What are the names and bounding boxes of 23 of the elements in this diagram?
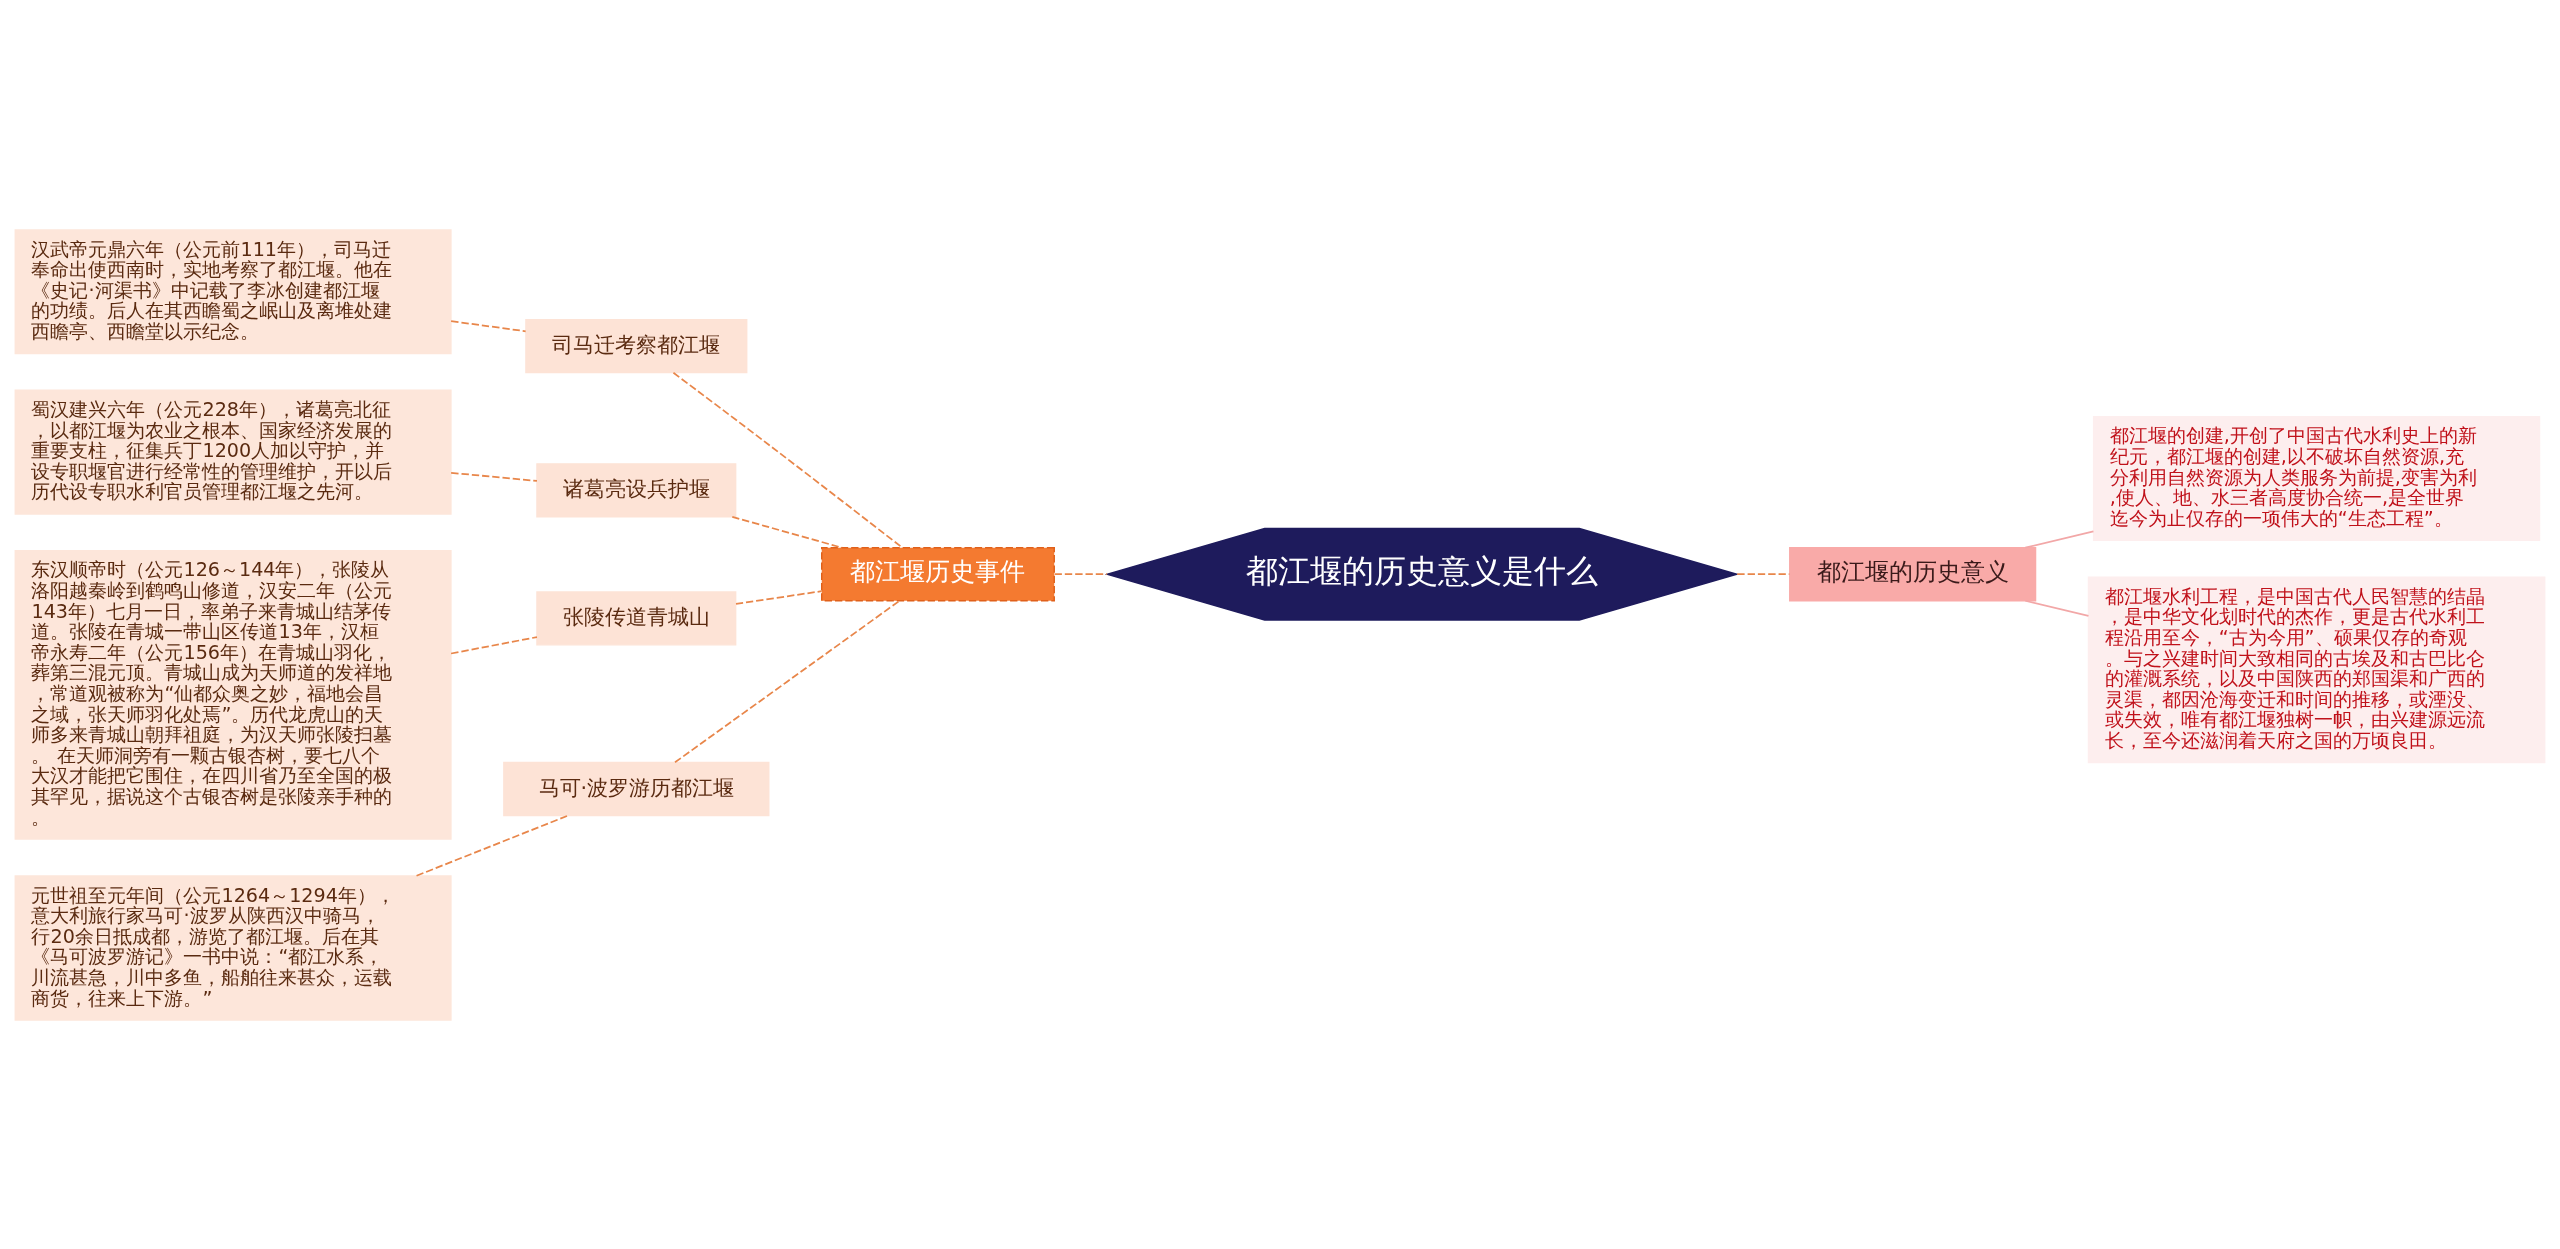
node-box: 司马迁考察都江堰: [525, 318, 748, 373]
connector: [415, 814, 569, 877]
connector: [1053, 572, 1108, 575]
connector: [450, 635, 538, 654]
node-box: 汉武帝元鼎六年（公元前111年），司马迁奉命出使西南时，实地考察了都江堰。他在《史记·河渠书》中记载了李冰创建都江堰的功绩。后人在其西瞻蜀之岷山及离堆处建西瞻亭、西瞻堂以示纪念。: [14, 228, 452, 354]
connector: [672, 371, 903, 548]
node-box: 东汉顺帝时（公元126～144年），张陵从洛阳越秦岭到鹤鸣山修道，汉安二年（公元143年）七月一日，率弟子来青城山结茅传道。张陵在青城一带山区传道13年，汉桓帝永寿二年（公元156年）在青城山羽化，葬第三混元顶。青城山成为天师道的发祥地，常道观被称为“仙都众奥之妙，福地会昌之域，张天师羽化处焉”。历代龙虎山的天师多来青城山朝拜祖庭，为汉天师张陵扫墓。 在天师洞旁有一颗古银杏树，要七八个大汉才能把它围住，在四川省乃至全国的极其罕见，据说这个古银杏树是张陵亲手种的。: [14, 549, 452, 840]
node-box: 张陵传道青城山: [536, 590, 737, 646]
node-box: 都江堰历史事件: [821, 546, 1055, 601]
node-box: 都江堰的创建,开创了中国古代水利史上的新纪元，都江堰的创建,以不破坏自然资源,充分利用自然资源为人类服务为前提,变害为利,使人、地、水三者高度协合统一,是全世界迄今为止仅存的一项伟大的“生态工程”。: [2092, 415, 2541, 541]
node-box: 诸葛亮设兵护堰: [536, 462, 737, 518]
connector: [450, 319, 527, 332]
connector: [674, 599, 901, 763]
node-box: 蜀汉建兴六年（公元228年），诸葛亮北征，以都江堰为农业之根本、国家经济发展的重要支柱，征集兵丁1200人加以守护，并设专职堰官进行经常性的管理维护，开以后历代设专职水利官员管理都江堰之先河。: [14, 389, 452, 515]
connector: [735, 589, 823, 605]
node-box: 都江堰水利工程，是中国古代人民智慧的结晶，是中华文化划时代的杰作，更是古代水利工程沿用至今，“古为今用”、硕果仅存的奇观。与之兴建时间大致相同的古埃及和古巴比仑的灌溉系统，以及中国陕西的郑国渠和广西的灵渠，都因沧海变迁和时间的推移，或湮没、或失效，唯有都江堰独树一帜，由兴建源远流长，至今还滋润着天府之国的万顷良田。: [2087, 575, 2546, 763]
node-box: 都江堰的历史意义: [1789, 546, 2037, 601]
connector: [2024, 599, 2090, 617]
connector: [731, 515, 843, 549]
node-box: 马可·波罗游历都江堰: [503, 761, 770, 816]
connector: [2024, 530, 2095, 549]
node-box: 元世祖至元年间（公元1264～1294年），意大利旅行家马可·波罗从陕西汉中骑马，行20余日抵成都，游览了都江堰。后在其《马可波罗游记》一书中说：“都江水系，川流甚急，川中多鱼，船舶往来甚众，运载商货，往来上下游。”: [14, 874, 452, 1021]
connector: [450, 471, 538, 482]
